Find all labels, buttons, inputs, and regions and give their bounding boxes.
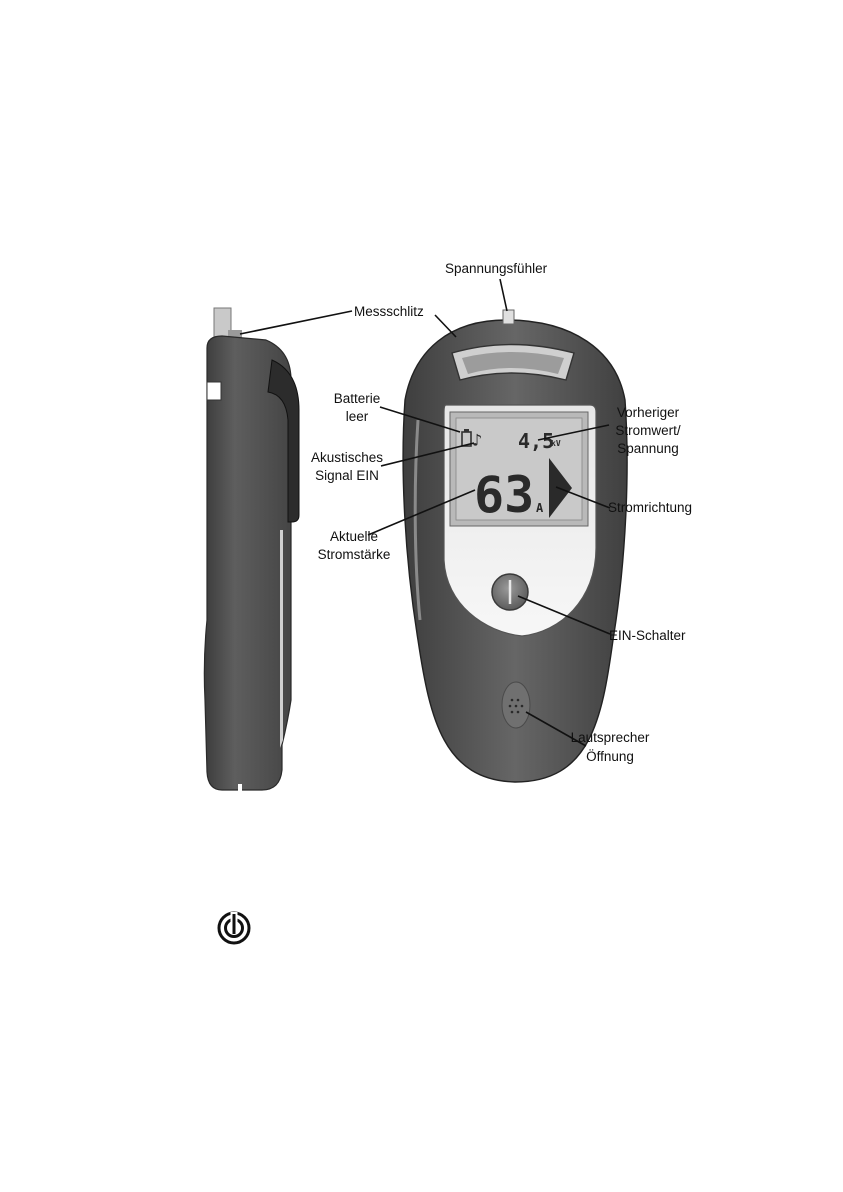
label-messschlitz: Messschlitz	[354, 304, 424, 319]
label-akustisches-signal-1: Akustisches	[311, 450, 383, 465]
device-side-view	[204, 308, 299, 792]
label-akustisches-signal-2: Signal EIN	[315, 468, 379, 483]
current-unit: A	[536, 501, 544, 515]
music-note-icon: ♪	[472, 431, 482, 451]
label-lautsprecher-oeffnung-1: Lautsprecher	[571, 730, 650, 745]
power-button[interactable]	[492, 574, 528, 610]
label-ein-schalter: EIN-Schalter	[609, 628, 686, 643]
label-spannungsfuehler: Spannungsfühler	[445, 261, 548, 276]
label-batterie-leer-2: leer	[346, 409, 369, 424]
label-vorheriger-stromwert-1: Vorheriger	[617, 405, 680, 420]
device-front-view: ♪ 4,5 kV 63 A	[403, 310, 627, 782]
label-vorheriger-stromwert-3: Spannung	[617, 441, 679, 456]
speaker-grille	[502, 682, 530, 728]
previous-value: 4,5	[518, 429, 554, 453]
label-batterie-leer-1: Batterie	[334, 391, 381, 406]
label-vorheriger-stromwert-2: Stromwert/	[615, 423, 681, 438]
current-value: 63	[474, 466, 534, 524]
label-aktuelle-stromstaerke-2: Stromstärke	[318, 547, 391, 562]
previous-unit: kV	[551, 439, 561, 448]
label-stromrichtung: Stromrichtung	[608, 500, 692, 515]
power-button-icon	[219, 912, 249, 943]
label-lautsprecher-oeffnung-2: Öffnung	[586, 749, 634, 764]
label-aktuelle-stromstaerke-1: Aktuelle	[330, 529, 378, 544]
